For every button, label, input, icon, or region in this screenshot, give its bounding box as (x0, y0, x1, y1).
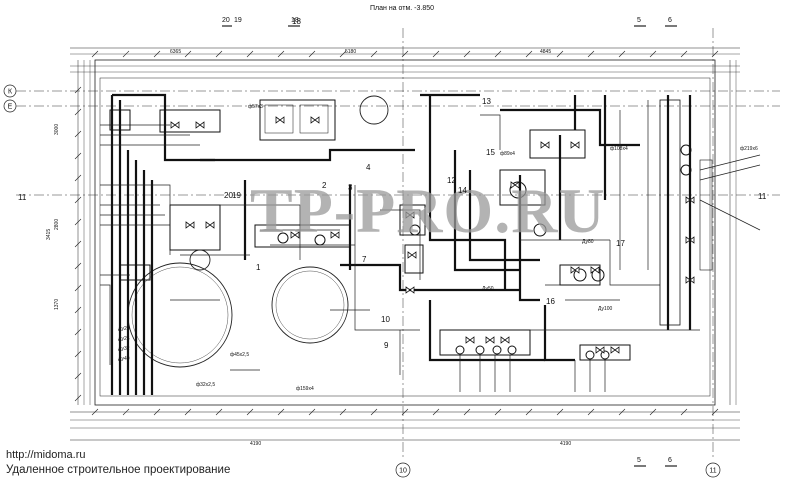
building-outline (70, 47, 740, 441)
tag-number: 16 (546, 297, 555, 306)
pipe-label: Ду25 (118, 336, 130, 342)
tag-number: 10 (381, 315, 390, 324)
tag-number: 11 (758, 192, 767, 201)
pipe-labels: ф57х3 ф108х4 ф89х4 ф219х6 ф45х2,5 ф32х2,5 ф159… (118, 104, 758, 392)
drawing-title: План на отм. -3.850 (370, 5, 434, 12)
dimension-text: 4190 (560, 441, 571, 447)
dimension-text: 4190 (250, 441, 261, 447)
axis-bubble: 11 (705, 462, 721, 478)
tag-number: 1 (256, 263, 261, 272)
dimension-text: 3000 (54, 124, 60, 135)
pipe-label: Ду100 (598, 306, 613, 312)
tag-number: 3 (348, 183, 353, 192)
dimension-text: 2800 (54, 219, 60, 230)
axis-label: К (8, 89, 13, 96)
tag-number: 13 (482, 97, 491, 106)
dimension-text: 1370 (54, 299, 60, 310)
pipe-label: ф57х3 (248, 104, 263, 110)
tag-number: 9 (384, 341, 389, 350)
axis-label: Е (8, 104, 13, 111)
axis-grid (16, 28, 780, 460)
tag-number: 12 (447, 176, 456, 185)
section-mark: 5 (637, 457, 641, 464)
axis-bubble: К (3, 84, 17, 98)
pipe-label: Ду40 (118, 356, 130, 362)
pipe-label: Ду32 (118, 346, 130, 352)
tag-number: 2 (322, 181, 327, 190)
equipment (109, 99, 713, 361)
section-mark: 19 (234, 17, 242, 24)
section-mark: 18 (291, 17, 299, 24)
dimension-text: 4845 (540, 49, 551, 55)
dimension-text: 5180 (345, 49, 356, 55)
tag-number: 15 (486, 148, 495, 157)
section-mark: 6 (668, 17, 672, 24)
dimension-text: 6365 (170, 49, 181, 55)
tag-number: 7 (362, 255, 367, 264)
dimension-ticks (74, 50, 719, 416)
section-mark: 6 (668, 457, 672, 464)
valves (170, 116, 695, 354)
tag-number: 18 (292, 17, 301, 26)
pipe-label: ф219х6 (740, 146, 758, 152)
axis-bubble: 10 (395, 462, 411, 478)
footer-url[interactable]: http://midoma.ru (6, 449, 86, 461)
tag-number: 17 (616, 239, 625, 248)
axis-bubble: Е (3, 99, 17, 113)
section-mark: 20 (222, 17, 230, 24)
tag-number: 4 (366, 163, 371, 172)
axis-label: 11 (709, 468, 716, 475)
tag-number: 14 (458, 186, 467, 195)
footer-caption: Удаленное строительное проектирование (6, 464, 231, 476)
section-mark: 5 (637, 17, 641, 24)
pipe-label: ф159х4 (296, 386, 314, 392)
pipe-label: Ду80 (582, 239, 594, 245)
pipe-label: ф108х4 (610, 146, 628, 152)
tag-number: 19 (232, 191, 241, 200)
pipe-label: Ду20 (118, 326, 130, 332)
pipe-label: ф32х2,5 (196, 382, 215, 388)
tag-number: 11 (18, 193, 27, 202)
pipe-label: Ду50 (482, 286, 494, 292)
dimension-text: 3415 (46, 229, 52, 240)
main-pipelines (110, 93, 692, 395)
axis-label: 10 (399, 468, 407, 475)
auxiliary-pipelines (100, 100, 761, 392)
tag-number: 20 (224, 191, 233, 200)
watermark: TP-PRO.RU (250, 175, 606, 246)
pipe-label: ф89х4 (500, 151, 515, 157)
pipe-label: ф45х2,5 (230, 352, 249, 358)
